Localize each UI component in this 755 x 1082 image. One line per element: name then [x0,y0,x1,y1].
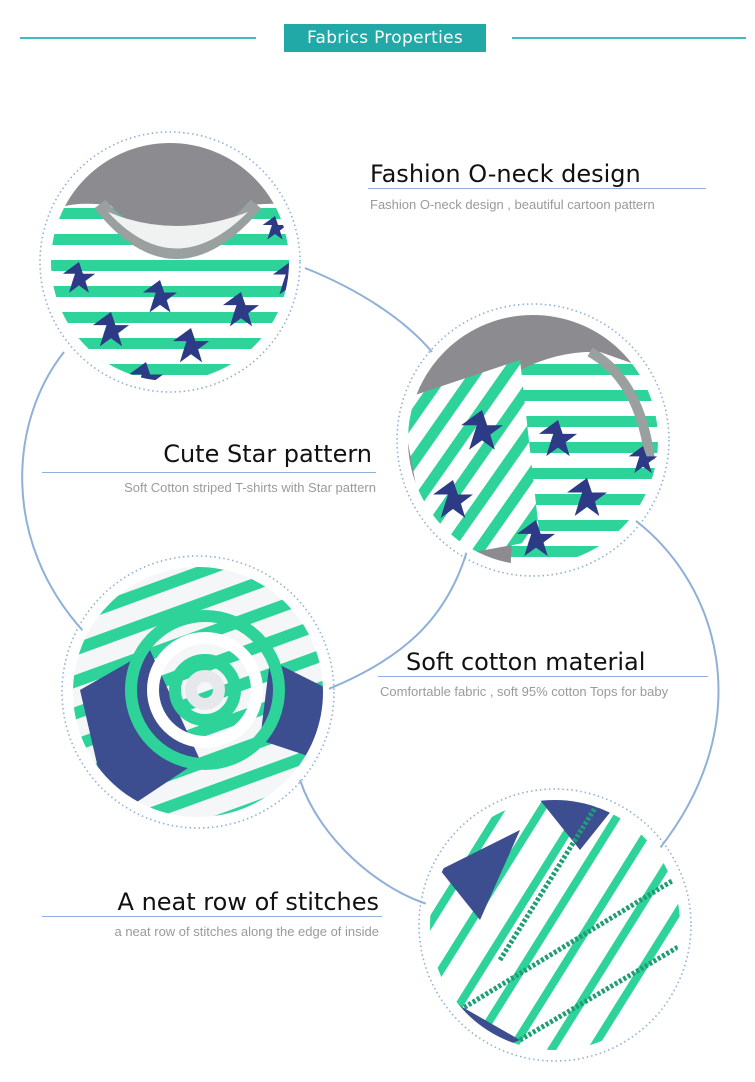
feature-stitches-desc: a neat row of stitches along the edge of… [114,924,379,939]
feature-stitches-rule [42,916,382,917]
feature-oneck-rule [368,188,706,189]
section-title-badge: Fabrics Properties [284,24,486,52]
soft-cotton-photo [70,564,326,820]
feature-star-title: Cute Star pattern [163,440,372,468]
stitches-photo [427,797,683,1053]
feature-oneck-desc: Fashion O-neck design , beautiful cartoo… [370,197,655,212]
feature-cotton-rule [378,676,708,677]
feature-star-desc: Soft Cotton striped T-shirts with Star p… [124,480,376,495]
oneck-photo [48,140,292,384]
header-line-right [512,37,746,39]
feature-cotton-title: Soft cotton material [406,648,646,676]
feature-stitches-title: A neat row of stitches [117,888,379,916]
feature-oneck-title: Fashion O-neck design [370,160,641,188]
header-line-left [20,37,256,39]
feature-star-rule [42,472,376,473]
feature-cotton-desc: Comfortable fabric , soft 95% cotton Top… [380,684,669,699]
